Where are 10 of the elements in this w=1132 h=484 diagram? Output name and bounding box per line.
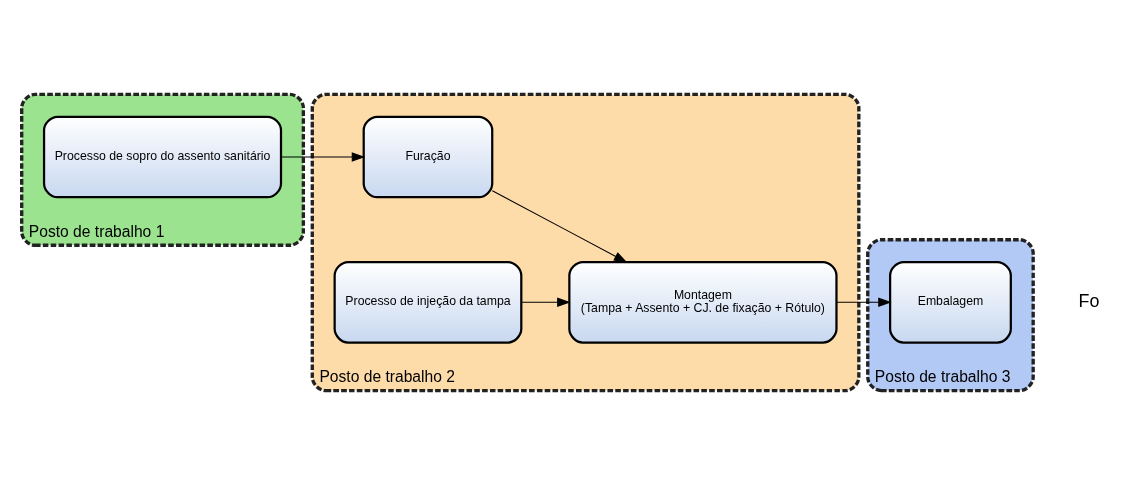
- label: Fo: [1078, 290, 1100, 311]
- node-box: Processo de sopro do assento sanitário: [42, 115, 283, 198]
- arrow: [520, 297, 571, 307]
- node-box: Furação: [362, 115, 494, 198]
- arrow: [836, 297, 892, 307]
- node-box: Embalagem: [889, 260, 1012, 344]
- arrow: [280, 151, 366, 162]
- node-box: Montagem (Tampa + Assento + CJ. de fixação + Rótulo): [568, 260, 838, 344]
- arrow: [491, 189, 628, 263]
- node-box: Processo de injeção da tampa: [333, 260, 523, 344]
